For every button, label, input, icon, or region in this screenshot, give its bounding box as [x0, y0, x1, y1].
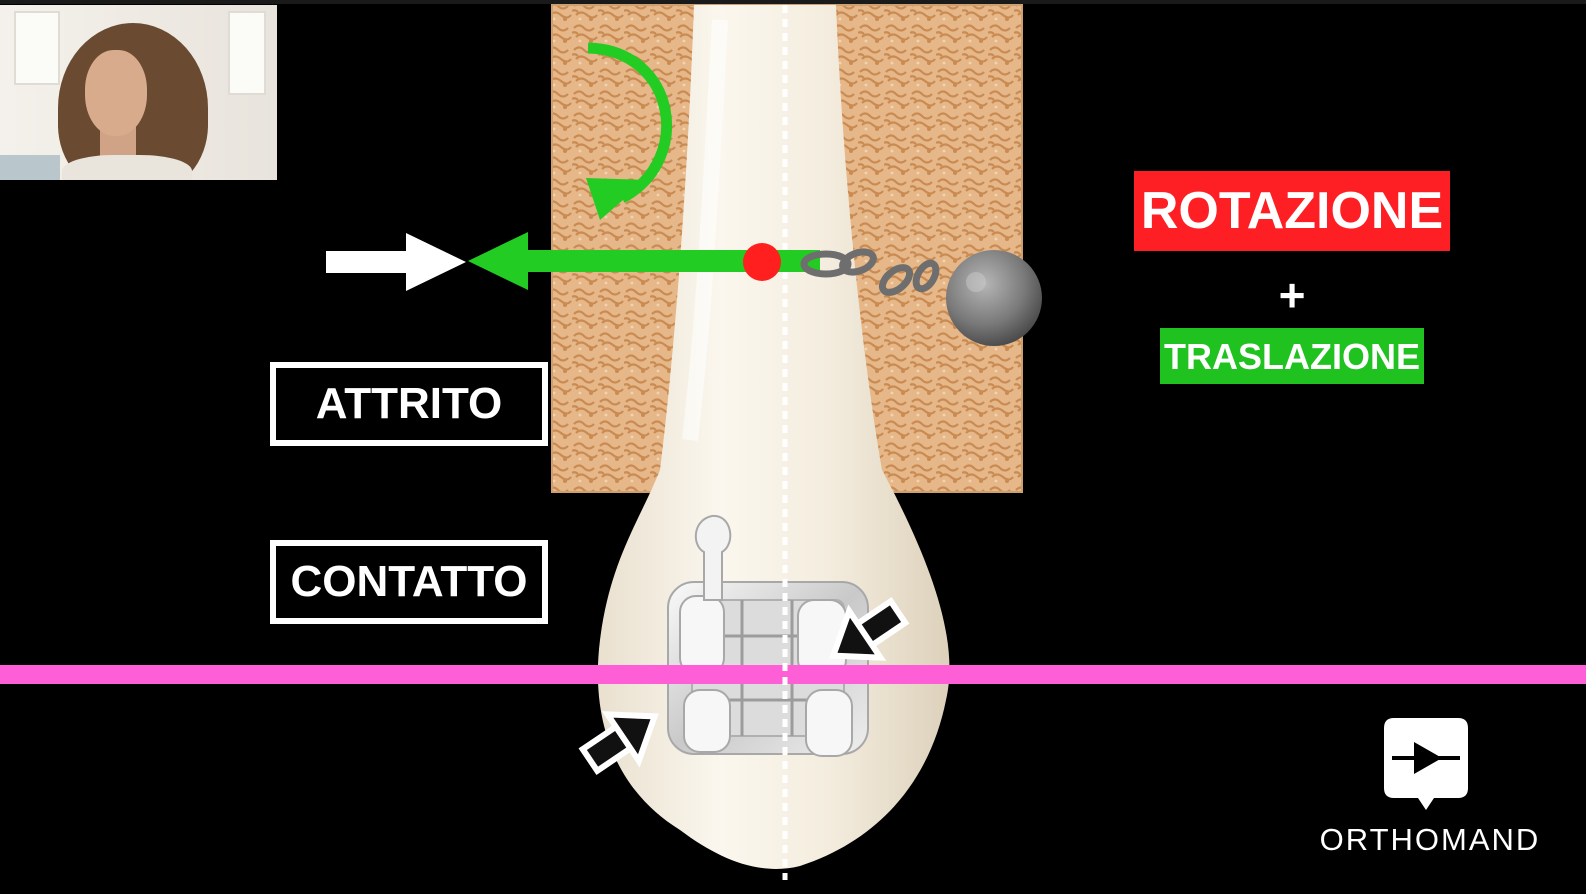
center-of-resistance — [743, 243, 781, 281]
push-arrow — [406, 233, 466, 291]
archwire-line — [0, 665, 1586, 684]
chain-weight — [800, 248, 940, 296]
force-arrow — [468, 232, 528, 290]
attrito-label: ATTRITO — [270, 362, 548, 446]
background-window — [228, 11, 266, 95]
contatto-label: CONTATTO — [270, 540, 548, 624]
presenter-face — [85, 50, 147, 136]
plus-sign: + — [1278, 269, 1306, 321]
background-shelf — [0, 155, 60, 180]
iron-ball — [946, 250, 1042, 346]
top-border — [0, 0, 1586, 4]
traslazione-tag: TRASLAZIONE — [1160, 328, 1424, 384]
background-window — [14, 11, 60, 85]
play-icon — [1384, 718, 1468, 810]
presenter-shirt — [62, 155, 192, 180]
brand-name: ORTHOMAND — [1319, 822, 1541, 857]
contact-arrow-lower — [578, 711, 659, 775]
webcam-video — [0, 5, 277, 180]
contact-arrow-upper — [829, 597, 910, 661]
rotazione-tag: ROTAZIONE — [1134, 171, 1450, 251]
